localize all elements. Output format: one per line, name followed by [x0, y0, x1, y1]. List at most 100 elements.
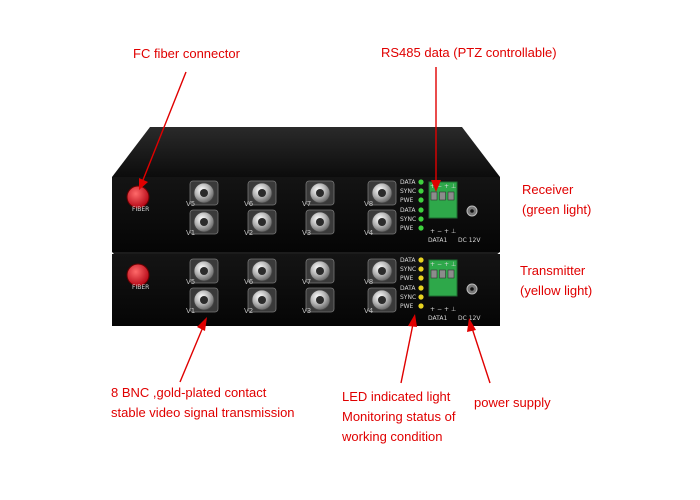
receiver-channel-label: V4 [364, 229, 374, 237]
transmitter-led-label: PWE [400, 275, 414, 282]
transmitter-bnc-pin [378, 267, 386, 275]
receiver-bnc-pin [200, 189, 208, 197]
transmitter-terminal-sign: + [444, 261, 449, 268]
transmitter-led-label: PWE [400, 303, 414, 310]
transmitter-led-label: DATA [400, 257, 416, 264]
transmitter-channel-label: V7 [302, 278, 311, 286]
receiver-channel-label: V2 [244, 229, 253, 237]
transmitter-channel-label: V4 [364, 307, 374, 315]
receiver-led-indicator [418, 225, 424, 231]
receiver-terminal-screw [430, 191, 438, 201]
transmitter-led-indicator [418, 266, 424, 272]
transmitter-led-indicator [418, 285, 424, 291]
receiver-channel-label: V7 [302, 200, 311, 208]
receiver-label-line2: (green light) [522, 202, 592, 218]
receiver-terminal-sign: ⊥ [451, 183, 456, 190]
transmitter-label-line1: Transmitter [520, 263, 586, 278]
transmitter-bnc-pin [316, 296, 324, 304]
bnc-arrowhead [197, 317, 207, 331]
transmitter-channel-label: V6 [244, 278, 254, 286]
receiver-terminal-sign-lower: + [444, 228, 449, 235]
receiver-led-label: SYNC [400, 216, 416, 223]
power-label: power supply [474, 395, 551, 410]
transmitter-label-line2: (yellow light) [520, 283, 593, 299]
receiver-terminal-screw [439, 191, 446, 201]
transmitter-channel-label: V3 [302, 307, 311, 315]
receiver-dc-jack-pin [470, 209, 474, 213]
receiver-channel-label: V8 [364, 200, 373, 208]
transmitter-data-port-label: DATA1 [428, 315, 447, 322]
transmitter-bnc-pin [200, 296, 208, 304]
receiver-channel-label: V6 [244, 200, 254, 208]
receiver-data-port-label: DATA1 [428, 237, 447, 244]
transmitter-label: Transmitter (yellow light) [520, 261, 592, 301]
rs485-arrowhead [431, 180, 441, 192]
bnc-arrow [179, 326, 204, 383]
receiver-terminal-sign-lower: − [437, 228, 442, 235]
receiver-bnc-pin [316, 189, 324, 197]
receiver-led-indicator [418, 216, 424, 222]
receiver-bnc-pin [378, 189, 386, 197]
receiver-led-indicator [418, 188, 424, 194]
receiver-led-label: PWE [400, 225, 414, 232]
transmitter-terminal-sign-lower: − [437, 306, 442, 313]
rs485-label: RS485 data (PTZ controllable) [381, 45, 557, 60]
transmitter-terminal-sign-lower: + [444, 306, 449, 313]
transmitter-dc-jack-pin [470, 287, 474, 291]
transmitter-led-indicator [418, 257, 424, 263]
transmitter-terminal-screw [430, 269, 438, 279]
bnc-label: 8 BNC ,gold-plated contact stable video … [111, 383, 295, 423]
receiver-terminal-sign-lower: ⊥ [451, 228, 456, 235]
transmitter-led-label: DATA [400, 285, 416, 292]
led-label-line2: Monitoring status of [342, 409, 456, 425]
transmitter-bnc-pin [258, 296, 266, 304]
receiver-led-label: DATA [400, 179, 416, 186]
transmitter-terminal-sign-lower: + [430, 306, 435, 313]
receiver-fiber-connector [126, 185, 150, 209]
receiver-bnc-pin [258, 189, 266, 197]
transmitter-channel-label: V1 [186, 307, 195, 315]
led-label: LED indicated light Monitoring status of… [342, 387, 455, 447]
receiver-dc-label: DC 12V [458, 237, 481, 244]
receiver-terminal-sign: + [444, 183, 449, 190]
receiver-terminal-sign: + [430, 183, 435, 190]
led-label-line1: LED indicated light [342, 389, 451, 404]
receiver-led-label: SYNC [400, 188, 416, 195]
receiver-terminal-screw [447, 191, 455, 201]
receiver-terminal-sign-lower: + [430, 228, 435, 235]
receiver-channel-label: V1 [186, 229, 195, 237]
receiver-fiber-text: FIBER [132, 206, 149, 213]
receiver-terminal-sign: − [437, 183, 442, 190]
transmitter-bnc-pin [258, 267, 266, 275]
receiver-led-indicator [418, 179, 424, 185]
transmitter-channel-label: V8 [364, 278, 373, 286]
receiver-channel-label: V3 [302, 229, 311, 237]
transmitter-led-indicator [418, 294, 424, 300]
transmitter-led-indicator [418, 275, 424, 281]
receiver-led-label: PWE [400, 197, 414, 204]
transmitter-bnc-pin [200, 267, 208, 275]
transmitter-terminal-sign-lower: ⊥ [451, 306, 456, 313]
fc-fiber-label: FC fiber connector [133, 46, 240, 61]
transmitter-led-indicator [418, 303, 424, 309]
transmitter-bnc-pin [316, 267, 324, 275]
transmitter-led-label: SYNC [400, 266, 416, 273]
receiver-label: Receiver (green light) [522, 180, 591, 220]
power-arrowhead [467, 318, 476, 332]
receiver-led-label: DATA [400, 207, 416, 214]
transmitter-fiber-connector [126, 263, 150, 287]
transmitter-channel-label: V5 [186, 278, 195, 286]
receiver-bnc-pin [378, 218, 386, 226]
fc-fiber-arrowhead [139, 178, 148, 190]
transmitter-fiber-text: FIBER [132, 284, 149, 291]
transmitter-terminal-sign: ⊥ [451, 261, 456, 268]
receiver-label-line1: Receiver [522, 182, 574, 197]
transmitter-terminal-sign: − [437, 261, 442, 268]
transmitter-bnc-pin [378, 296, 386, 304]
power-arrow [471, 327, 491, 384]
transmitter-terminal-sign: + [430, 261, 435, 268]
annotation-arrows [139, 67, 491, 384]
receiver-channel-label: V5 [186, 200, 195, 208]
receiver-bnc-pin [258, 218, 266, 226]
